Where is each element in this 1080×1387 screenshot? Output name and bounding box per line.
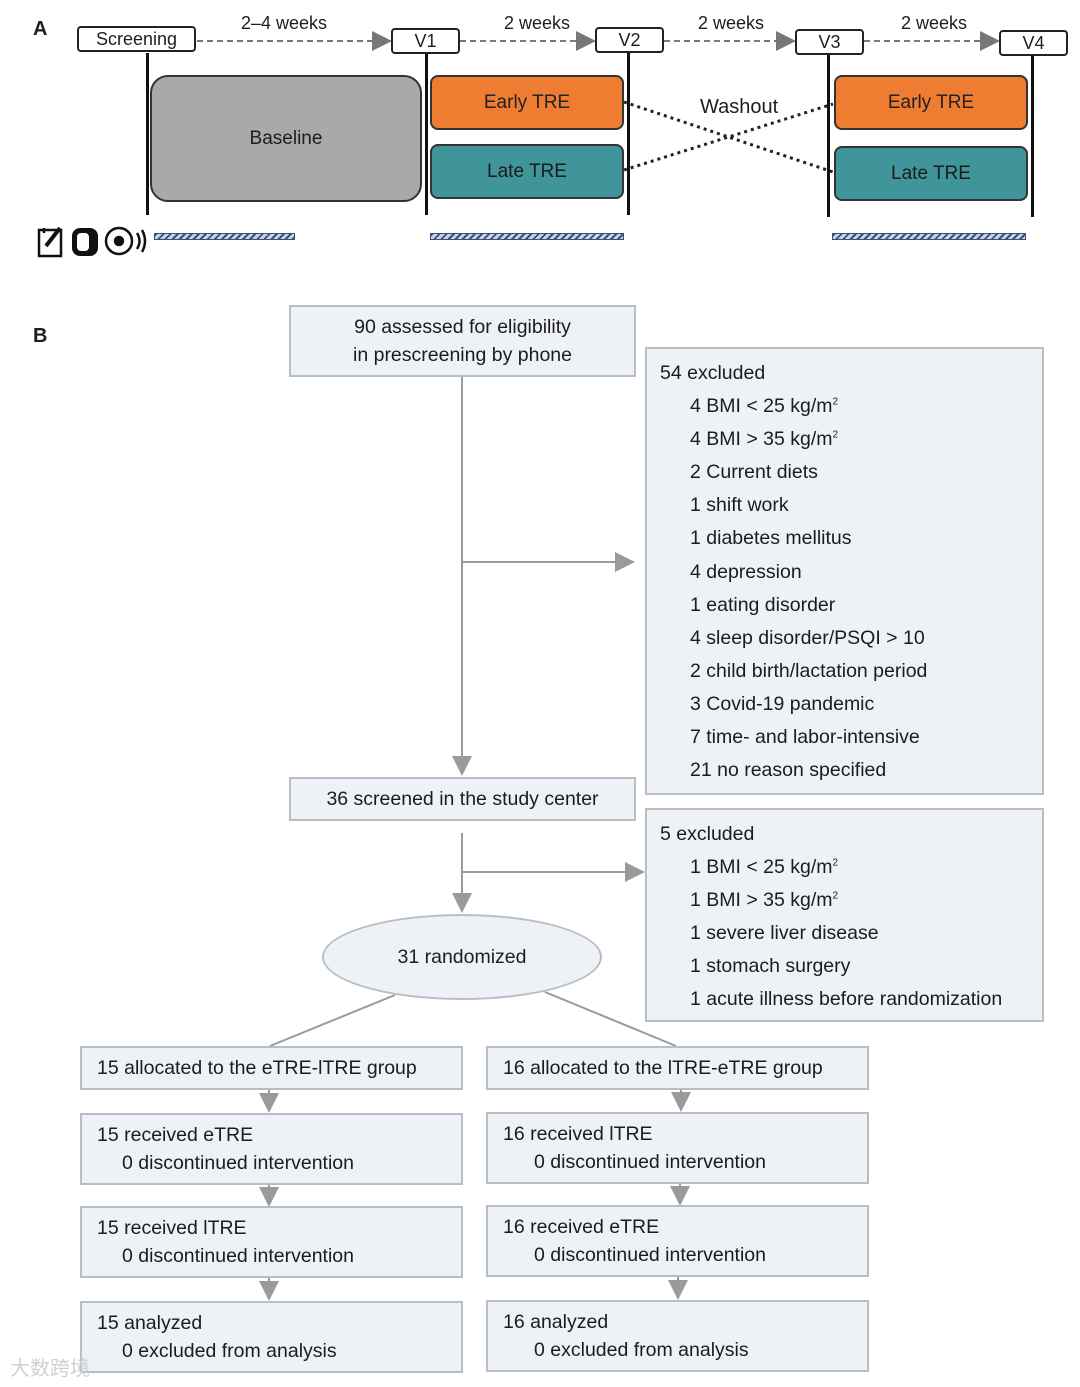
interval-label: 2 weeks <box>504 13 571 33</box>
exclusion-reason: 4 BMI > 35 kg/m2 <box>690 428 839 451</box>
received-text: 15 received lTRE <box>97 1217 247 1239</box>
exclusion-reason: 1 stomach surgery <box>690 955 851 978</box>
randomized-node: 31 randomized <box>322 914 602 1000</box>
discontinued-text: 0 discontinued intervention <box>122 1245 354 1267</box>
late-tre-phase: Late TRE <box>430 144 624 199</box>
measurement-period-bar <box>430 233 624 240</box>
measurement-period-bar <box>832 233 1026 240</box>
early-tre-phase: Early TRE <box>430 75 624 130</box>
visit-line-v2 <box>627 53 630 215</box>
excluded-screening-box: 5 excluded 1 BMI < 25 kg/m2 1 BMI > 35 kg… <box>645 808 1044 1022</box>
watermark: 大数跨境 <box>10 1358 90 1380</box>
screened-text: 36 screened in the study center <box>326 787 599 810</box>
interval-label: 2–4 weeks <box>241 13 328 33</box>
exclusion-reason: 21 no reason specified <box>690 759 887 782</box>
washout-label: Washout <box>700 96 779 118</box>
visit-v4: V4 <box>999 30 1068 56</box>
exclusion-reason: 4 sleep disorder/PSQI > 10 <box>690 626 925 649</box>
visit-line-v1 <box>425 53 428 215</box>
sensor-icon <box>104 226 147 256</box>
analyzed-text: 16 analyzed <box>503 1311 609 1333</box>
visit-v3: V3 <box>795 29 864 55</box>
excluded-analysis-text: 0 excluded from analysis <box>534 1339 749 1361</box>
panel-a-label: A <box>33 18 48 40</box>
discontinued-text: 0 discontinued intervention <box>534 1244 766 1266</box>
analyzed-text: 15 analyzed <box>97 1312 203 1334</box>
exclusion-reason: 3 Covid-19 pandemic <box>690 692 875 715</box>
visit-line-screening <box>146 53 149 215</box>
interval-label: 2 weeks <box>698 13 765 33</box>
allocation-text: 16 allocated to the lTRE-eTRE group <box>503 1057 823 1079</box>
right-allocation-box: 16 allocated to the lTRE-eTRE group <box>486 1046 869 1090</box>
excluded-title: 5 excluded <box>660 823 755 845</box>
assessed-line: 90 assessed for eligibility <box>354 316 571 338</box>
exclusion-reason: 1 severe liver disease <box>690 922 879 945</box>
washout-crossover <box>623 100 834 174</box>
received-text: 16 received eTRE <box>503 1216 660 1238</box>
late-tre-phase: Late TRE <box>834 146 1028 201</box>
right-period1-box: 16 received lTRE 0 discontinued interven… <box>486 1112 869 1184</box>
visit-v2: V2 <box>595 27 664 53</box>
exclusion-reason: 1 BMI < 25 kg/m2 <box>690 856 839 878</box>
right-period2-box: 16 received eTRE 0 discontinued interven… <box>486 1205 869 1277</box>
left-allocation-box: 15 allocated to the eTRE-lTRE group <box>80 1046 463 1090</box>
visit-screening: Screening <box>77 26 196 52</box>
left-period2-box: 15 received lTRE 0 discontinued interven… <box>80 1206 463 1278</box>
visit-v1: V1 <box>391 28 460 54</box>
baseline-phase: Baseline <box>150 75 422 202</box>
exclusion-reason: 1 shift work <box>690 494 789 517</box>
right-analyzed-box: 16 analyzed 0 excluded from analysis <box>486 1300 869 1372</box>
exclusion-reason: 2 child birth/lactation period <box>690 659 928 682</box>
excluded-prescreening-box: 54 excluded 4 BMI < 25 kg/m2 4 BMI > 35 k… <box>645 347 1044 795</box>
received-text: 15 received eTRE <box>97 1124 254 1146</box>
exclusion-reason: 2 Current diets <box>690 461 818 484</box>
measurement-period-bar <box>154 233 295 240</box>
left-period1-box: 15 received eTRE 0 discontinued interven… <box>80 1113 463 1185</box>
early-tre-phase: Early TRE <box>834 75 1028 130</box>
visit-line-v4 <box>1031 56 1034 217</box>
exclusion-reason: 1 BMI > 35 kg/m2 <box>690 889 839 912</box>
wearable-icon <box>72 228 98 256</box>
exclusion-reason: 4 BMI < 25 kg/m2 <box>690 395 839 417</box>
excluded-title: 54 excluded <box>660 362 766 384</box>
discontinued-text: 0 discontinued intervention <box>122 1152 354 1174</box>
interval-label: 2 weeks <box>901 13 968 33</box>
panel-b-label: B <box>33 325 48 347</box>
measurement-icons <box>37 226 147 258</box>
excluded-analysis-text: 0 excluded from analysis <box>122 1340 337 1362</box>
assessed-box: 90 assessed for eligibility in prescreen… <box>289 305 636 377</box>
received-text: 16 received lTRE <box>503 1123 653 1145</box>
allocation-text: 15 allocated to the eTRE-lTRE group <box>97 1057 417 1079</box>
diary-icon <box>37 226 63 258</box>
left-analyzed-box: 15 analyzed 0 excluded from analysis <box>80 1301 463 1373</box>
screened-box: 36 screened in the study center <box>289 777 636 821</box>
exclusion-reason: 7 time- and labor-intensive <box>690 726 920 748</box>
visit-line-v3 <box>827 55 830 217</box>
exclusion-reason: 1 eating disorder <box>690 593 836 616</box>
exclusion-reason: 4 depression <box>690 560 802 583</box>
flow-lines <box>259 377 691 1301</box>
exclusion-reason: 1 diabetes mellitus <box>690 527 852 550</box>
exclusion-reason: 1 acute illness before randomization <box>690 988 1003 1011</box>
discontinued-text: 0 discontinued intervention <box>534 1151 766 1173</box>
assessed-line: in prescreening by phone <box>353 344 572 366</box>
